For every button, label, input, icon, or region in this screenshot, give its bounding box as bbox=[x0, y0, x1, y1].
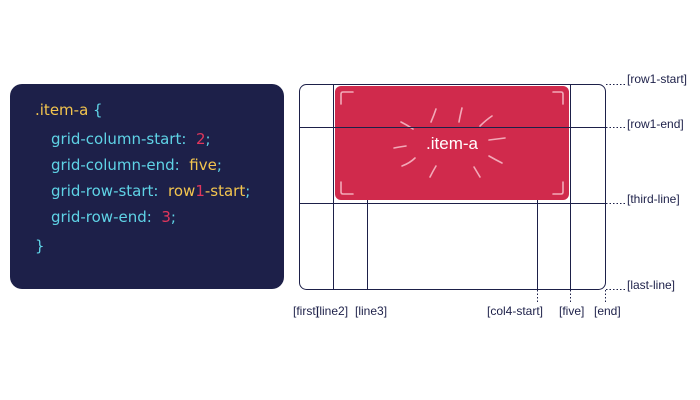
selector-text: .item-a bbox=[35, 101, 89, 119]
item-a-label: .item-a bbox=[426, 134, 479, 153]
value-3: 3 bbox=[161, 208, 171, 226]
property-grid-column-start: grid-column-start: bbox=[51, 130, 187, 148]
property-grid-column-end: grid-column-end: bbox=[51, 156, 180, 174]
semicolon: ; bbox=[216, 156, 222, 174]
corner-bottom-right bbox=[552, 181, 564, 195]
corner-top-right bbox=[552, 91, 564, 105]
corner-top-left bbox=[340, 91, 354, 105]
corner-bottom-left bbox=[340, 181, 354, 195]
code-line-column-start: grid-column-start: 2; bbox=[51, 129, 211, 149]
code-line-row-start: grid-row-start: row1-start; bbox=[51, 181, 250, 201]
close-brace: } bbox=[35, 237, 45, 255]
label-third-line: [third-line] bbox=[627, 192, 680, 206]
semicolon: ; bbox=[205, 130, 211, 148]
code-line-close: } bbox=[35, 236, 45, 256]
code-panel: .item-a { grid-column-start: 2; grid-col… bbox=[10, 84, 284, 289]
label-last-line: [last-line] bbox=[627, 278, 675, 292]
code-line-selector: .item-a { bbox=[35, 100, 103, 120]
value-row-number: 1 bbox=[195, 182, 205, 200]
property-grid-row-start: grid-row-start: bbox=[51, 182, 159, 200]
value-start-suffix: -start bbox=[204, 182, 246, 200]
label-line3: [line3] bbox=[355, 304, 387, 318]
value-row: row bbox=[168, 182, 196, 200]
open-brace: { bbox=[93, 101, 103, 119]
label-row1-start: [row1-start] bbox=[627, 72, 687, 86]
label-line2: [line2] bbox=[316, 304, 348, 318]
label-five: [five] bbox=[559, 304, 584, 318]
value-2: 2 bbox=[195, 130, 206, 148]
label-first: [first] bbox=[293, 304, 319, 318]
semicolon: ; bbox=[170, 208, 176, 226]
label-col4-start: [col4-start] bbox=[487, 304, 543, 318]
burst-lines bbox=[393, 107, 506, 178]
corner-brackets bbox=[340, 91, 564, 195]
value-five: five bbox=[189, 156, 217, 174]
code-line-column-end: grid-column-end: five; bbox=[51, 155, 222, 175]
item-a-area bbox=[335, 86, 569, 200]
semicolon: ; bbox=[245, 182, 251, 200]
code-line-row-end: grid-row-end: 3; bbox=[51, 207, 176, 227]
grid-outer-border bbox=[299, 84, 606, 290]
label-row1-end: [row1-end] bbox=[627, 117, 684, 131]
property-grid-row-end: grid-row-end: bbox=[51, 208, 152, 226]
label-end: [end] bbox=[594, 304, 621, 318]
grid-lines bbox=[299, 84, 606, 290]
